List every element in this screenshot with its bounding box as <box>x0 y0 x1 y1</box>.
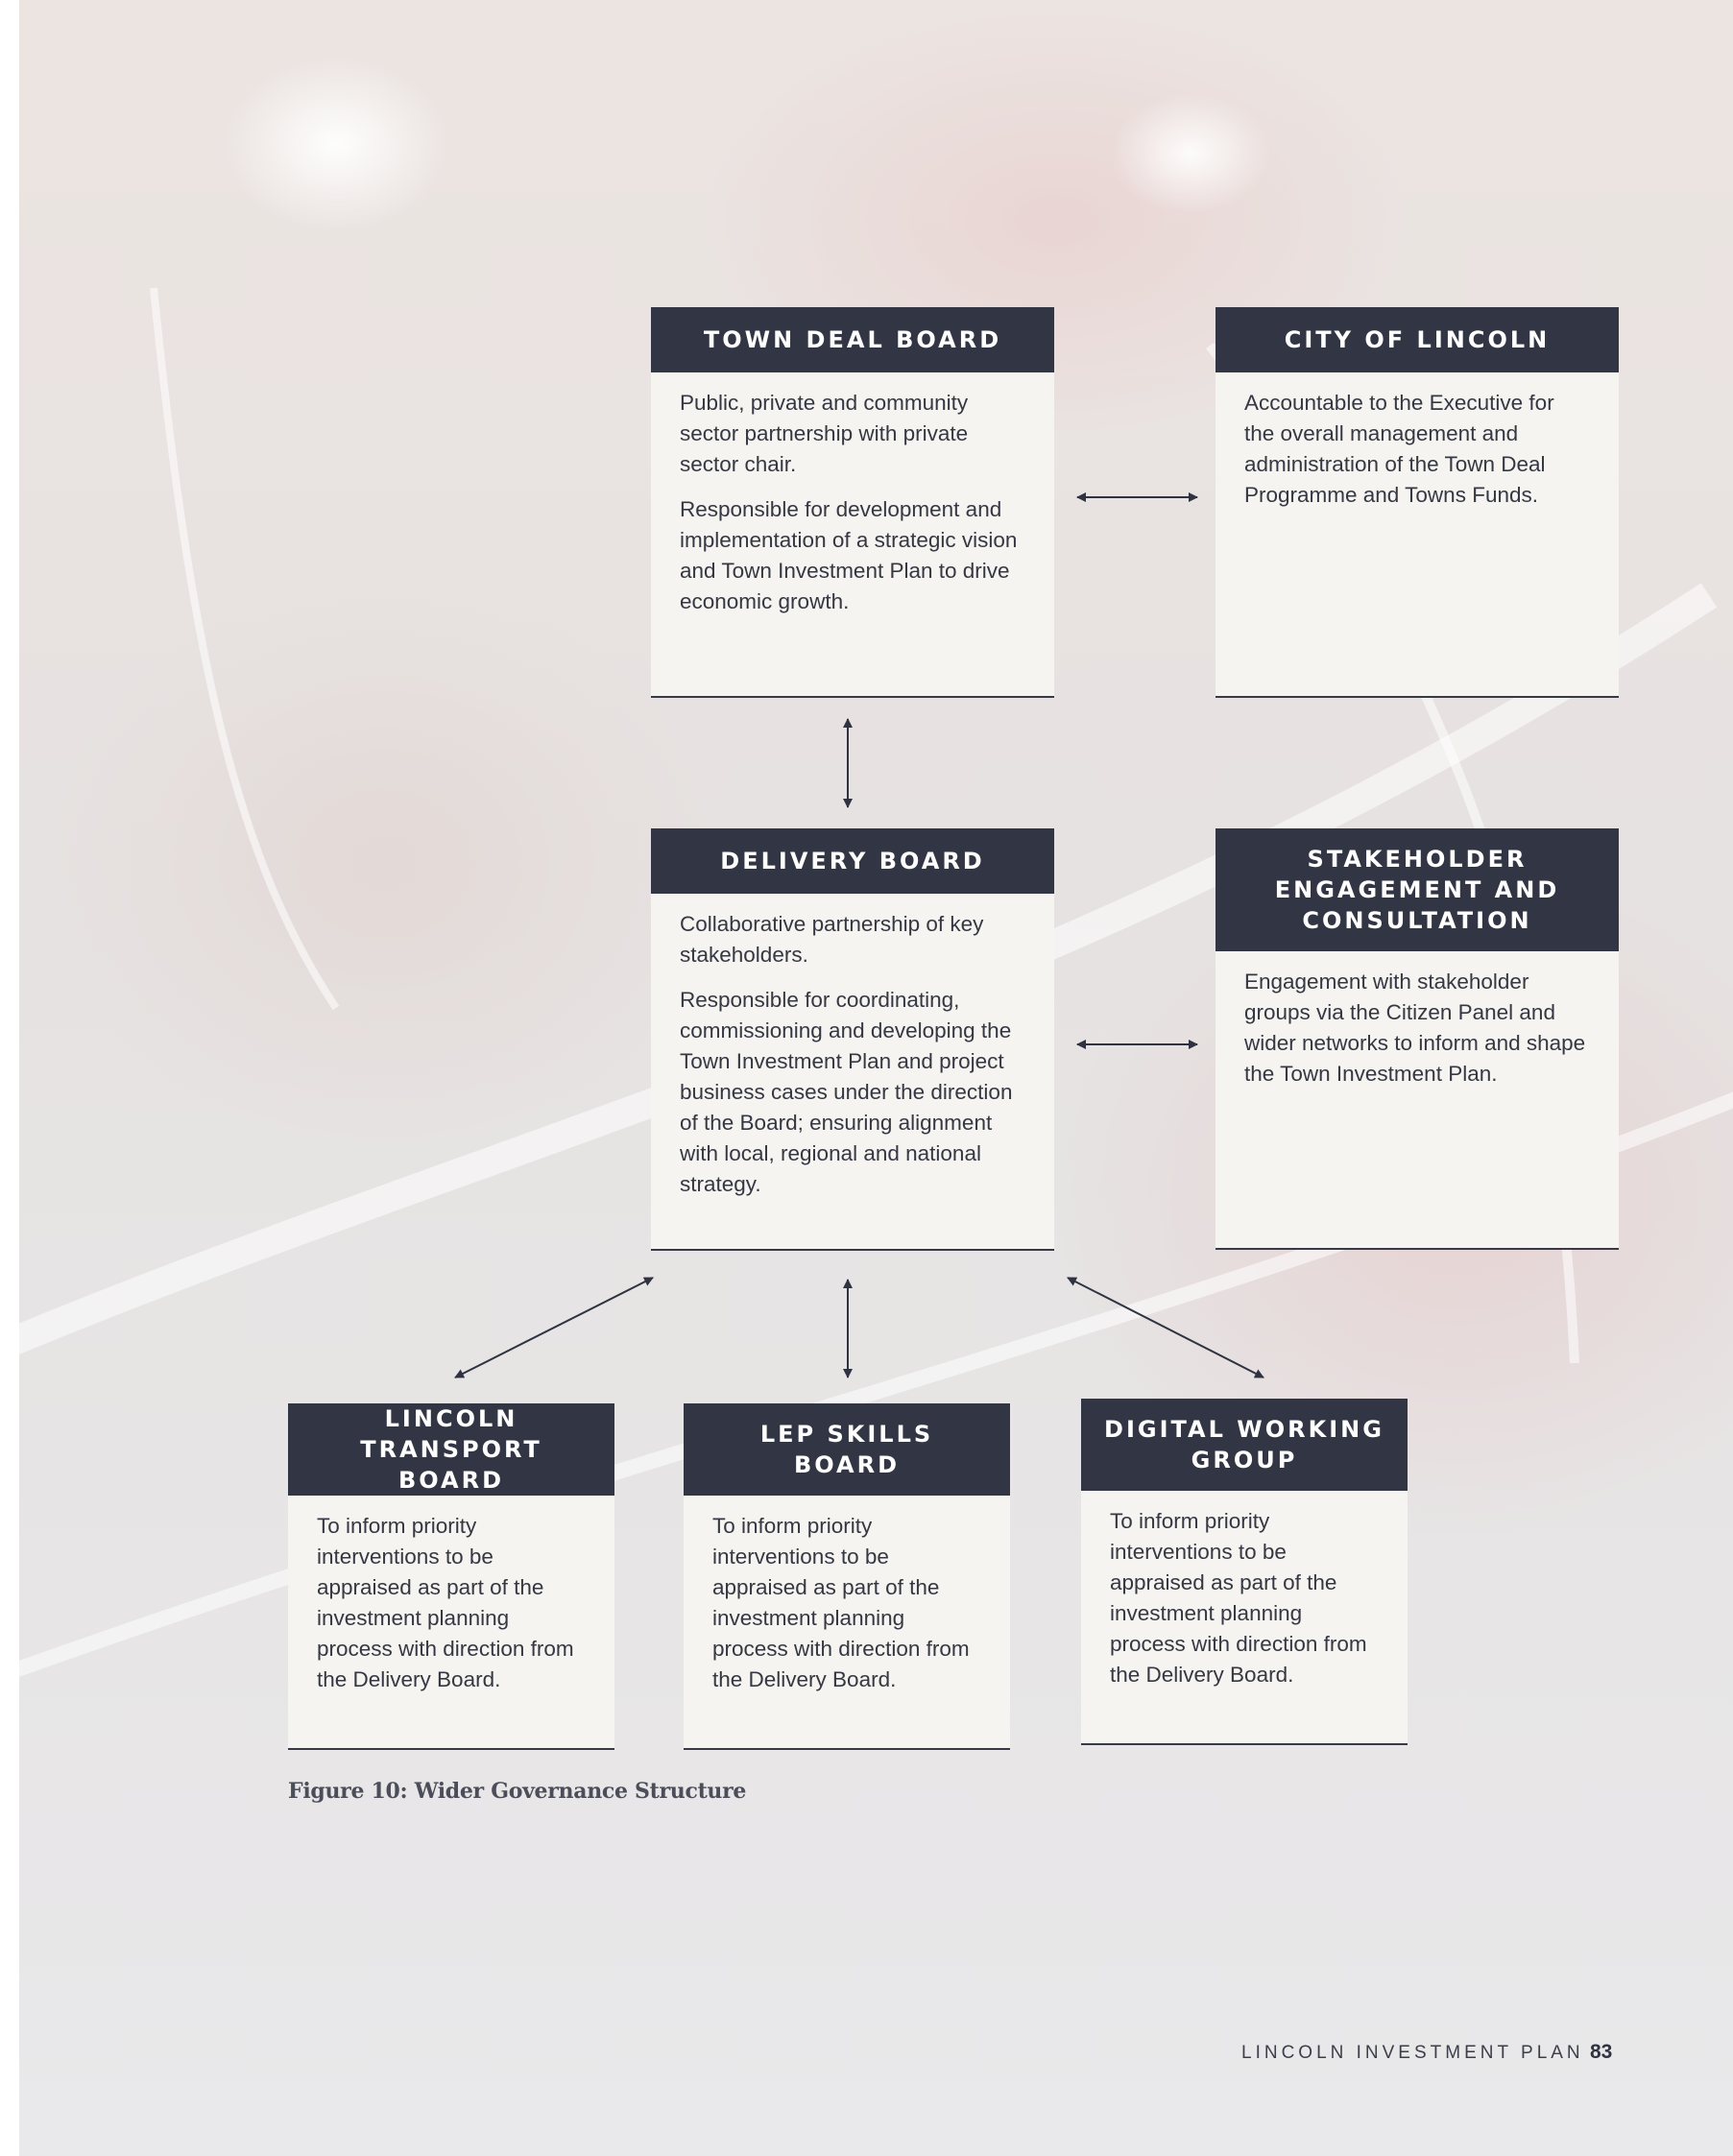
node-description: Collaborative partnership of key stakeho… <box>651 894 1054 1200</box>
node-paragraph: To inform priority interventions to be a… <box>712 1514 970 1691</box>
node-lep-skills-board: LEP SKILLS BOARD To inform priority inte… <box>684 1403 1010 1750</box>
node-title: DIGITAL WORKING GROUP <box>1081 1399 1408 1491</box>
node-description: Accountable to the Executive for the ove… <box>1216 372 1619 511</box>
node-town-deal-board: TOWN DEAL BOARD Public, private and comm… <box>651 307 1054 698</box>
node-paragraph: To inform priority interventions to be a… <box>1110 1509 1367 1687</box>
node-stakeholder-engagement: STAKEHOLDER ENGAGEMENT AND CONSULTATION … <box>1216 828 1619 1250</box>
node-paragraph: Responsible for coordinating, commission… <box>680 988 1013 1196</box>
node-paragraph: Accountable to the Executive for the ove… <box>1244 391 1554 507</box>
node-digital-working-group: DIGITAL WORKING GROUP To inform priority… <box>1081 1399 1408 1745</box>
node-title: STAKEHOLDER ENGAGEMENT AND CONSULTATION <box>1216 828 1619 951</box>
node-delivery-board: DELIVERY BOARD Collaborative partnership… <box>651 828 1054 1251</box>
node-paragraph: Responsible for development and implemen… <box>680 497 1018 613</box>
node-title: CITY OF LINCOLN <box>1216 307 1619 372</box>
page-margin <box>0 0 19 2156</box>
node-title: TOWN DEAL BOARD <box>651 307 1054 372</box>
node-title: DELIVERY BOARD <box>651 828 1054 894</box>
node-paragraph: Collaborative partnership of key stakeho… <box>680 912 984 967</box>
node-paragraph: To inform priority interventions to be a… <box>317 1514 574 1691</box>
arrow-delivery-to-digital <box>1067 1277 1264 1378</box>
node-description: To inform priority interventions to be a… <box>288 1496 614 1695</box>
node-lincoln-transport-board: LINCOLN TRANSPORT BOARD To inform priori… <box>288 1403 614 1750</box>
arrow-delivery-to-transport <box>454 1277 654 1378</box>
node-description: To inform priority interventions to be a… <box>1081 1491 1408 1690</box>
node-paragraph: Engagement with stakeholder groups via t… <box>1244 970 1586 1086</box>
node-paragraph: Public, private and community sector par… <box>680 391 969 476</box>
node-description: Engagement with stakeholder groups via t… <box>1216 951 1619 1090</box>
node-description: Public, private and community sector par… <box>651 372 1054 617</box>
node-description: To inform priority interventions to be a… <box>684 1496 1010 1695</box>
node-title: LEP SKILLS BOARD <box>684 1403 1010 1496</box>
page-number: 83 <box>1590 2041 1613 2063</box>
footer-document-title: LINCOLN INVESTMENT PLAN <box>1241 2043 1584 2063</box>
figure-caption: Figure 10: Wider Governance Structure <box>288 1779 747 1804</box>
node-city-of-lincoln: CITY OF LINCOLN Accountable to the Execu… <box>1216 307 1619 698</box>
node-title: LINCOLN TRANSPORT BOARD <box>288 1403 614 1496</box>
